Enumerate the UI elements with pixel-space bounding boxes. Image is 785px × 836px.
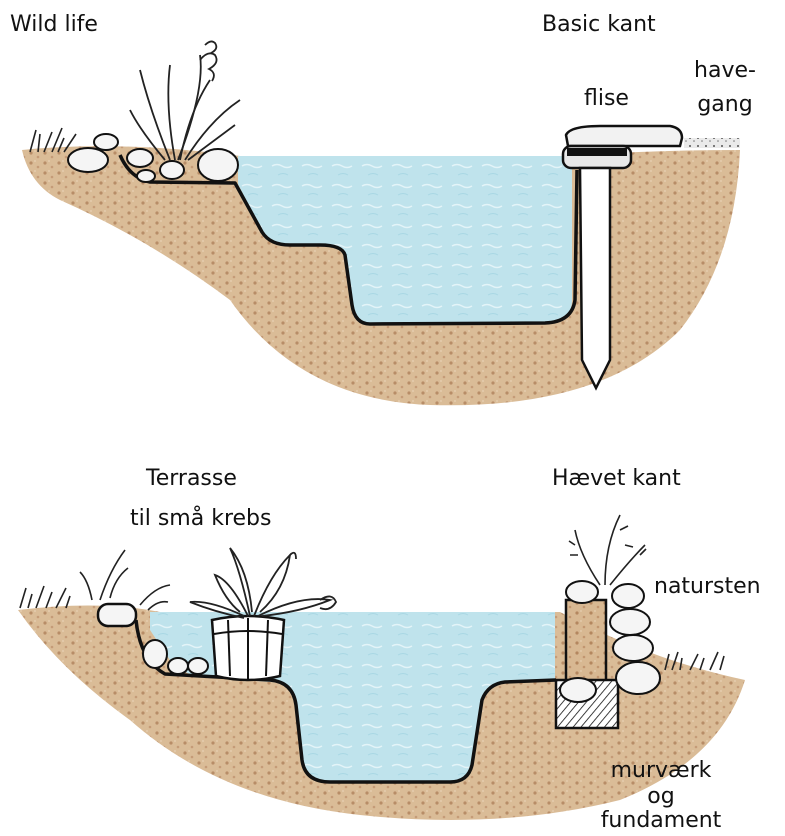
label-flise: flise — [584, 86, 629, 112]
stone — [198, 149, 238, 181]
stone — [68, 148, 108, 172]
label-murvaerk-line1: murværk — [586, 758, 736, 784]
coir-roll — [98, 604, 136, 626]
stone — [94, 134, 118, 150]
marsh-plant — [130, 41, 240, 160]
natural-stone — [610, 609, 650, 635]
label-haevet-kant: Hævet kant — [552, 466, 681, 492]
label-terrasse-line1: Terrasse — [146, 466, 237, 492]
label-murvaerk-line2: og — [586, 784, 736, 810]
natural-stone — [560, 678, 596, 702]
label-basic-kant: Basic kant — [542, 12, 656, 38]
stone — [137, 170, 155, 182]
label-murvaerk-line3: fundament — [586, 808, 736, 834]
stone — [160, 161, 184, 179]
natural-stone — [566, 581, 598, 603]
label-natursten: natursten — [654, 574, 761, 600]
shore-plants — [20, 550, 170, 610]
stone — [127, 149, 153, 167]
stone — [168, 658, 188, 674]
natural-stone — [616, 662, 660, 694]
label-havegang-line1: have- — [686, 58, 764, 84]
top-pond-diagram — [22, 41, 740, 405]
natural-stone — [612, 584, 644, 608]
natural-stone — [613, 635, 653, 661]
label-terrasse-line2: til små krebs — [130, 506, 271, 532]
label-wild-life: Wild life — [10, 12, 98, 38]
lily-plant — [190, 548, 336, 618]
label-havegang-line2: gang — [686, 92, 764, 118]
paving-slab — [566, 126, 682, 146]
wooden-post — [580, 168, 610, 388]
stone — [143, 640, 167, 668]
garden-path-gravel — [684, 138, 740, 148]
stone — [188, 658, 208, 674]
masonry-block — [566, 600, 606, 684]
bush — [569, 515, 646, 585]
slab-support-bar — [567, 148, 627, 156]
